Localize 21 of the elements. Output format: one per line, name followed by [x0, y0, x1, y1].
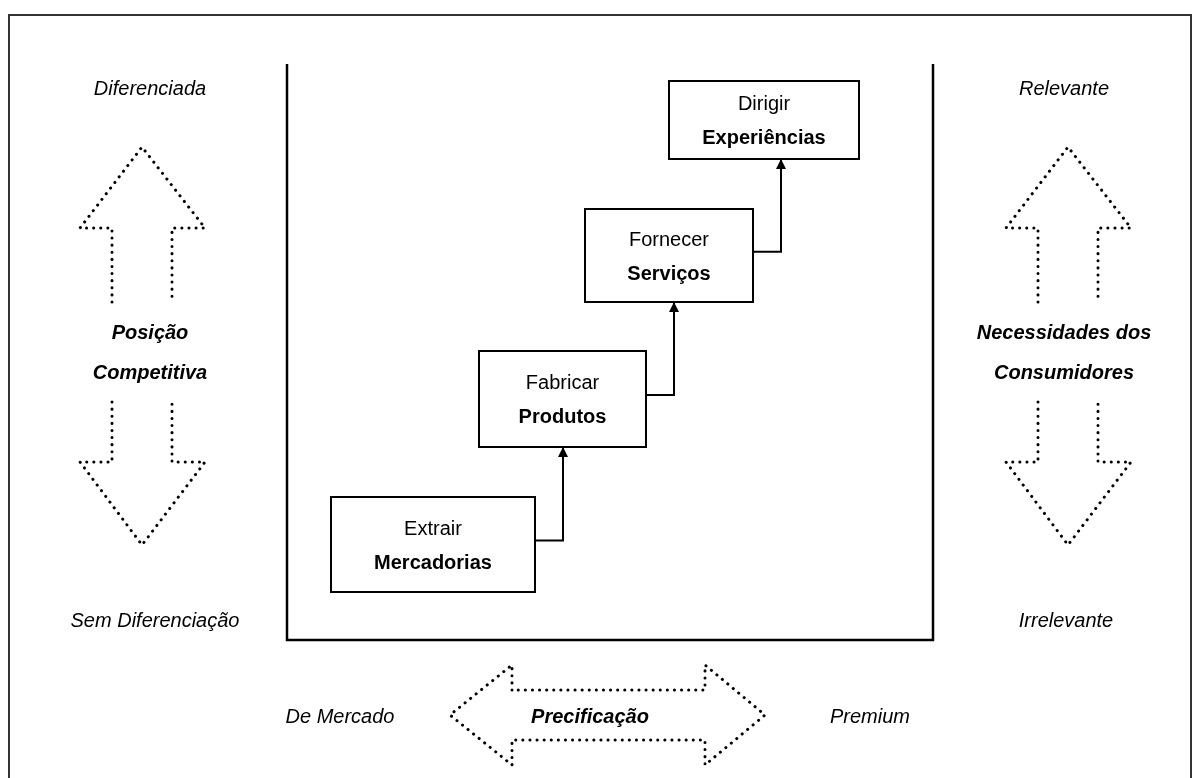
arrow [646, 302, 679, 397]
axis-label: Premium [830, 704, 910, 728]
heading-text: Produtos [518, 404, 607, 428]
axis-label: Relevante [1018, 76, 1110, 100]
verb-text: Fabricar [525, 370, 600, 394]
verb-text: Extrair [404, 515, 462, 540]
process-box [478, 350, 647, 448]
heading-text: Experiências [702, 125, 826, 149]
axis-label: Irrelevante [1018, 608, 1114, 632]
verb-text: Fornecer [629, 226, 709, 251]
process-box [330, 496, 536, 593]
axis-label: Sem Diferenciação [70, 608, 240, 632]
process-box [584, 208, 754, 303]
process-box [668, 80, 860, 160]
verb-text: Dirigir [737, 91, 791, 115]
axis-label: De Mercado [285, 704, 395, 728]
heading-text: Serviços [627, 260, 711, 285]
arrow [535, 447, 568, 542]
arrow [753, 159, 786, 253]
axis-label: Diferenciada [93, 76, 207, 100]
heading-text: Mercadorias [374, 549, 492, 574]
